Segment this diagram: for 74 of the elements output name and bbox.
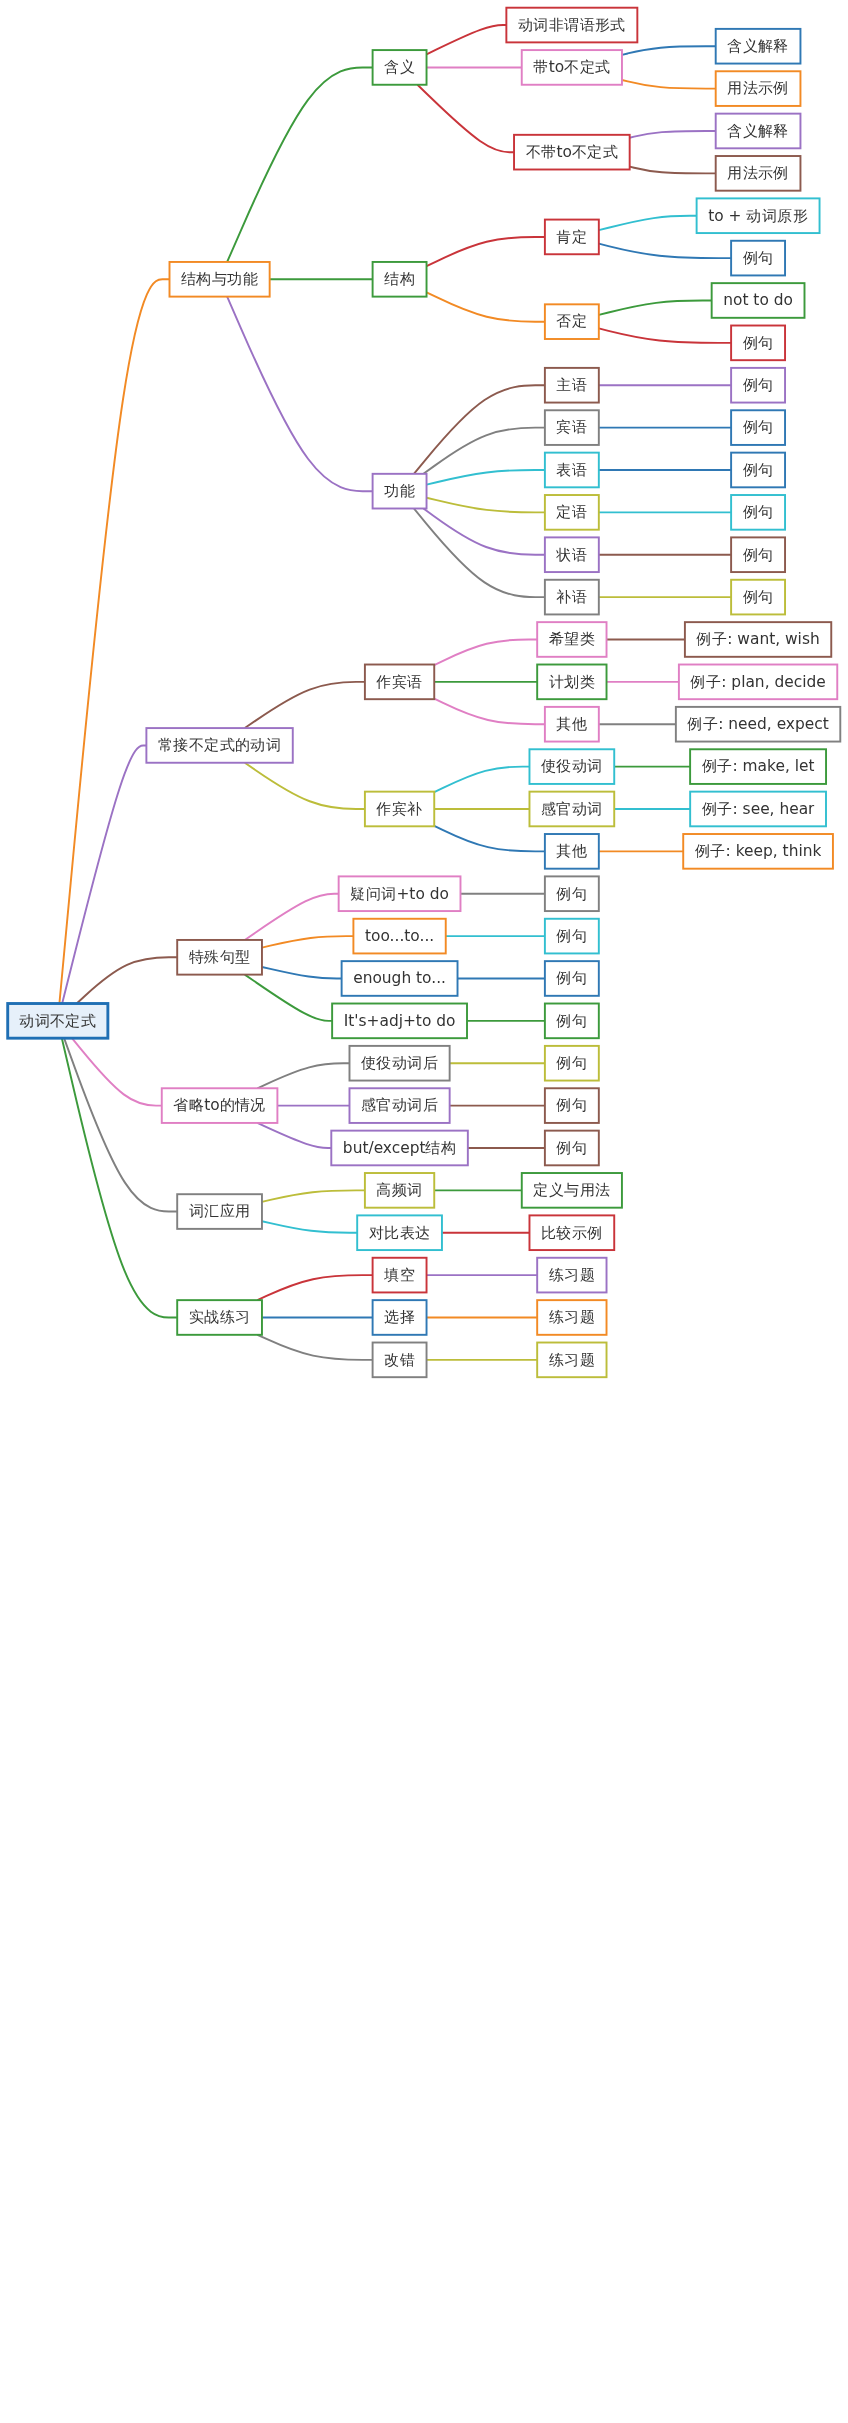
node-box: 例句: [543, 1002, 600, 1040]
node-box: 其他: [543, 705, 600, 743]
node-box: 例子: plan, decide: [677, 663, 839, 701]
node-box: 补语: [543, 578, 600, 616]
node-box: 练习题: [536, 1299, 608, 1336]
node-box: 其他: [543, 833, 600, 870]
node-box: 例句: [543, 875, 600, 913]
node-box: 特殊句型: [176, 939, 263, 976]
node-box: 例句: [730, 536, 786, 574]
node-box: 词汇应用: [176, 1193, 263, 1230]
node-box: 例子: want, wish: [683, 621, 833, 658]
node-box: 动词非谓语形式: [505, 6, 639, 44]
node-box: 感官动词后: [348, 1087, 451, 1124]
node-box: 宾语: [543, 409, 600, 446]
node-box: 疑问词+to do: [337, 875, 462, 913]
node-box: enough to...: [340, 960, 459, 997]
node-box: 感官动词: [528, 790, 616, 828]
node-box: 例子: make, let: [689, 748, 827, 785]
node-box: 定语: [543, 494, 600, 531]
node-box: 例句: [543, 1087, 600, 1124]
node-box: 例句: [730, 239, 786, 277]
node-box: 使役动词: [528, 748, 616, 785]
node-box: 用法示例: [714, 70, 802, 107]
node-box: 作宾语: [363, 663, 436, 701]
node-box: not to do: [710, 282, 806, 319]
node-box: 希望类: [536, 621, 608, 658]
node-box: 省略to的情况: [160, 1087, 279, 1124]
node-box: 练习题: [536, 1341, 608, 1379]
node-box: 功能: [371, 472, 428, 510]
node-box: 作宾补: [363, 790, 436, 828]
node-box: 例句: [730, 324, 786, 362]
node-box: 主语: [543, 366, 600, 404]
node-box: 例句: [730, 366, 786, 404]
node-box: 计划类: [536, 663, 608, 701]
node-box: 用法示例: [714, 155, 802, 192]
node-box: too...to...: [352, 917, 447, 955]
node-box: 例句: [730, 409, 786, 446]
node-box: 对比表达: [356, 1214, 443, 1252]
node-box: It's+adj+to do: [331, 1002, 468, 1040]
node-box: 结构: [371, 261, 428, 298]
node-box: 肯定: [543, 218, 600, 256]
node-box: 选择: [371, 1299, 428, 1336]
node-box: 使役动词后: [348, 1044, 451, 1082]
node-box: 例句: [730, 578, 786, 616]
node-box: 状语: [543, 536, 600, 574]
node-box: 例句: [543, 917, 600, 955]
node-box: 否定: [543, 303, 600, 340]
node-box: 改错: [371, 1341, 428, 1379]
node-box: 实战练习: [176, 1299, 263, 1336]
node-box: 例子: see, hear: [689, 790, 827, 828]
node-box: 带to不定式: [520, 49, 623, 86]
node-box: 例子: need, expect: [674, 705, 842, 743]
node-box: 填空: [371, 1256, 428, 1294]
node-box: 含义解释: [714, 112, 802, 150]
node-box: 例句: [543, 960, 600, 997]
node-box: 动词不定式: [6, 1002, 110, 1040]
node-box: 不带to不定式: [513, 133, 631, 171]
node-box: to + 动词原形: [695, 197, 821, 235]
node-box: but/except结构: [330, 1129, 469, 1167]
node-box: 练习题: [536, 1256, 608, 1294]
node-box: 例句: [730, 494, 786, 531]
node-box: 含义: [371, 49, 428, 86]
node-box: 例子: keep, think: [682, 833, 834, 870]
node-box: 例句: [543, 1129, 600, 1167]
node-box: 定义与用法: [520, 1172, 623, 1209]
node-box: 例句: [730, 451, 786, 489]
connector: [416, 83, 515, 154]
node-box: 含义解释: [714, 27, 802, 65]
node-box: 高频词: [363, 1172, 436, 1209]
node-box: 例句: [543, 1044, 600, 1082]
node-box: 比较示例: [528, 1214, 616, 1252]
node-box: 结构与功能: [168, 261, 271, 298]
node-box: 表语: [543, 451, 600, 489]
node-box: 常接不定式的动词: [145, 727, 294, 764]
